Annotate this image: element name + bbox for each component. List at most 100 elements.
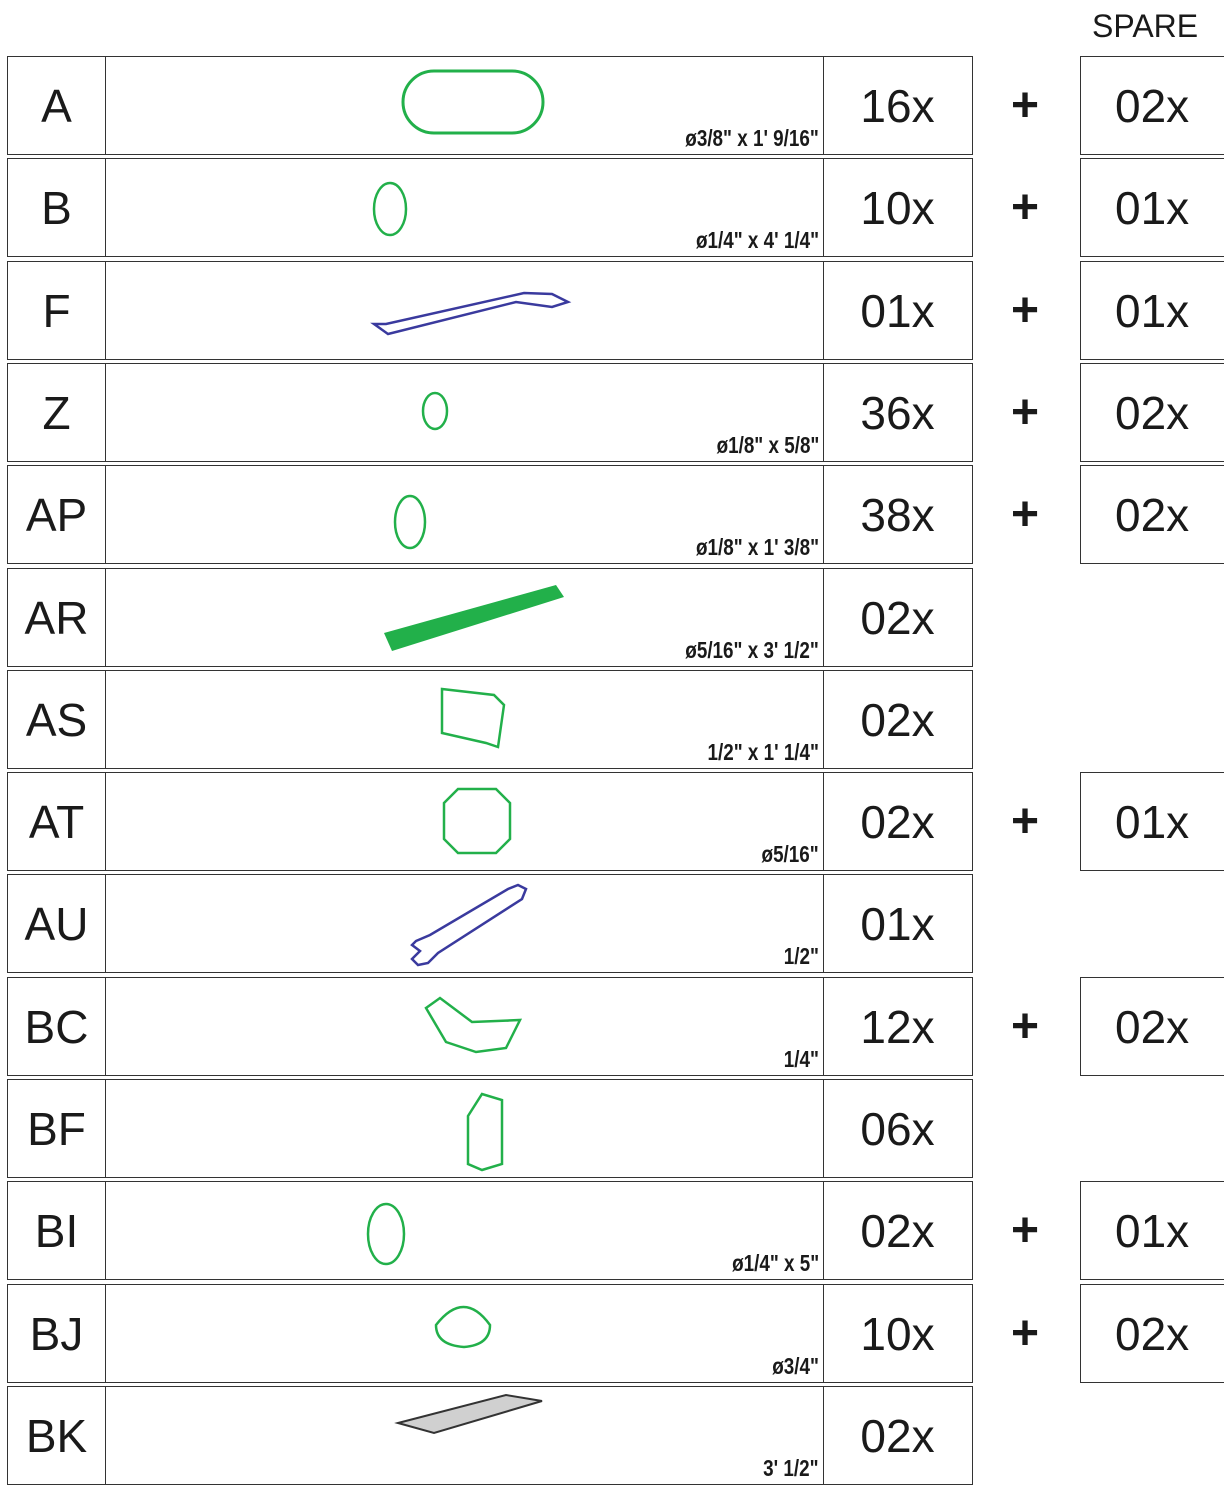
table-row: BI ø1/4" x 5"02x <box>7 1181 973 1280</box>
plus-sign: + <box>1010 79 1040 132</box>
part-illustration: ø3/8" x 1' 9/16" <box>106 57 823 154</box>
part-code: BJ <box>8 1285 106 1382</box>
plus-sign: + <box>1010 1000 1040 1053</box>
part-dimension: ø3/8" x 1' 9/16" <box>685 125 819 151</box>
part-dimension: 1/2" x 1' 1/4" <box>707 739 819 765</box>
part-code: BK <box>8 1387 106 1484</box>
plus-sign: + <box>1010 181 1040 234</box>
cap-icon <box>434 1305 492 1349</box>
bolt-icon <box>372 181 408 237</box>
part-dimension: 1/4" <box>783 1046 819 1072</box>
table-row: AT ø5/16"02x <box>7 772 973 871</box>
allen-key-icon <box>370 291 572 336</box>
barrel-nut-icon <box>440 687 506 749</box>
part-illustration: 1/4" <box>106 978 823 1075</box>
part-code: AP <box>8 466 106 563</box>
part-dimension: ø1/8" x 5/8" <box>716 432 819 458</box>
part-code: B <box>8 159 106 256</box>
part-dimension: ø1/4" x 4' 1/4" <box>695 227 819 253</box>
table-row: BK 3' 1/2"02x <box>7 1386 973 1485</box>
spare-quantity: 02x <box>1080 363 1224 462</box>
part-dimension: ø5/16" <box>761 841 819 867</box>
spare-quantity: 01x <box>1080 158 1224 257</box>
part-quantity: 02x <box>823 1387 971 1484</box>
bracket-icon <box>466 1092 504 1172</box>
part-illustration: ø3/4" <box>106 1285 823 1382</box>
part-dimension: 1/2" <box>783 943 819 969</box>
part-illustration: ø5/16" x 3' 1/2" <box>106 569 823 666</box>
table-row: AU 1/2"01x <box>7 874 973 973</box>
table-row: BC 1/4"12x <box>7 977 973 1076</box>
part-quantity: 01x <box>823 875 971 972</box>
part-code: AS <box>8 671 106 768</box>
part-quantity: 12x <box>823 978 971 1075</box>
part-code: BI <box>8 1182 106 1279</box>
short-screw-icon <box>421 391 449 431</box>
spare-quantity: 02x <box>1080 977 1224 1076</box>
table-row: AS 1/2" x 1' 1/4"02x <box>7 670 973 769</box>
part-quantity: 02x <box>823 569 971 666</box>
part-dimension: ø3/4" <box>772 1353 819 1379</box>
part-code: BC <box>8 978 106 1075</box>
plus-sign: + <box>1010 284 1040 337</box>
spare-quantity: 01x <box>1080 772 1224 871</box>
part-illustration: ø1/8" x 5/8" <box>106 364 823 461</box>
table-row: B ø1/4" x 4' 1/4"10x <box>7 158 973 257</box>
table-row: A ø3/8" x 1' 9/16"16x <box>7 56 973 155</box>
table-row: AP ø1/8" x 1' 3/8"38x <box>7 465 973 564</box>
part-illustration: ø1/8" x 1' 3/8" <box>106 466 823 563</box>
part-code: AT <box>8 773 106 870</box>
part-dimension: ø1/8" x 1' 3/8" <box>695 534 819 560</box>
plus-sign: + <box>1010 1204 1040 1257</box>
part-code: AR <box>8 569 106 666</box>
part-illustration: ø1/4" x 5" <box>106 1182 823 1279</box>
part-illustration <box>106 262 823 359</box>
part-illustration: 3' 1/2" <box>106 1387 823 1484</box>
part-dimension: 3' 1/2" <box>763 1455 819 1481</box>
spare-quantity: 02x <box>1080 1284 1224 1383</box>
part-quantity: 10x <box>823 1285 971 1382</box>
part-quantity: 16x <box>823 57 971 154</box>
part-quantity: 06x <box>823 1080 971 1177</box>
spare-header: SPARE <box>1092 8 1199 44</box>
table-row: BJ ø3/4"10x <box>7 1284 973 1383</box>
long-screw-icon <box>393 494 427 550</box>
part-code: F <box>8 262 106 359</box>
curved-washer-icon <box>424 996 523 1054</box>
dowel-icon <box>401 69 545 135</box>
part-quantity: 02x <box>823 671 971 768</box>
part-dimension: ø5/16" x 3' 1/2" <box>685 637 819 663</box>
spare-quantity: 01x <box>1080 261 1224 360</box>
part-code: Z <box>8 364 106 461</box>
part-quantity: 01x <box>823 262 971 359</box>
part-illustration: ø1/4" x 4' 1/4" <box>106 159 823 256</box>
plus-sign: + <box>1010 795 1040 848</box>
table-row: F 01x <box>7 261 973 360</box>
part-code: BF <box>8 1080 106 1177</box>
part-illustration: ø5/16" <box>106 773 823 870</box>
long-bolt-icon <box>366 1202 406 1266</box>
hex-nut-icon <box>442 787 512 855</box>
spare-quantity: 02x <box>1080 465 1224 564</box>
plus-sign: + <box>1010 386 1040 439</box>
part-quantity: 36x <box>823 364 971 461</box>
plus-sign: + <box>1010 488 1040 541</box>
part-quantity: 02x <box>823 1182 971 1279</box>
part-dimension: ø1/4" x 5" <box>731 1250 819 1276</box>
part-quantity: 10x <box>823 159 971 256</box>
part-illustration: 1/2" <box>106 875 823 972</box>
table-row: AR ø5/16" x 3' 1/2"02x <box>7 568 973 667</box>
plus-sign: + <box>1010 1307 1040 1360</box>
spare-quantity: 02x <box>1080 56 1224 155</box>
wood-block-icon <box>394 1393 543 1435</box>
part-code: AU <box>8 875 106 972</box>
spare-quantity: 01x <box>1080 1181 1224 1280</box>
part-illustration: 1/2" x 1' 1/4" <box>106 671 823 768</box>
part-quantity: 02x <box>823 773 971 870</box>
part-code: A <box>8 57 106 154</box>
table-row: BF 06x <box>7 1079 973 1178</box>
part-illustration <box>106 1080 823 1177</box>
part-quantity: 38x <box>823 466 971 563</box>
wrench-icon <box>410 883 528 967</box>
table-row: Z ø1/8" x 5/8"36x <box>7 363 973 462</box>
